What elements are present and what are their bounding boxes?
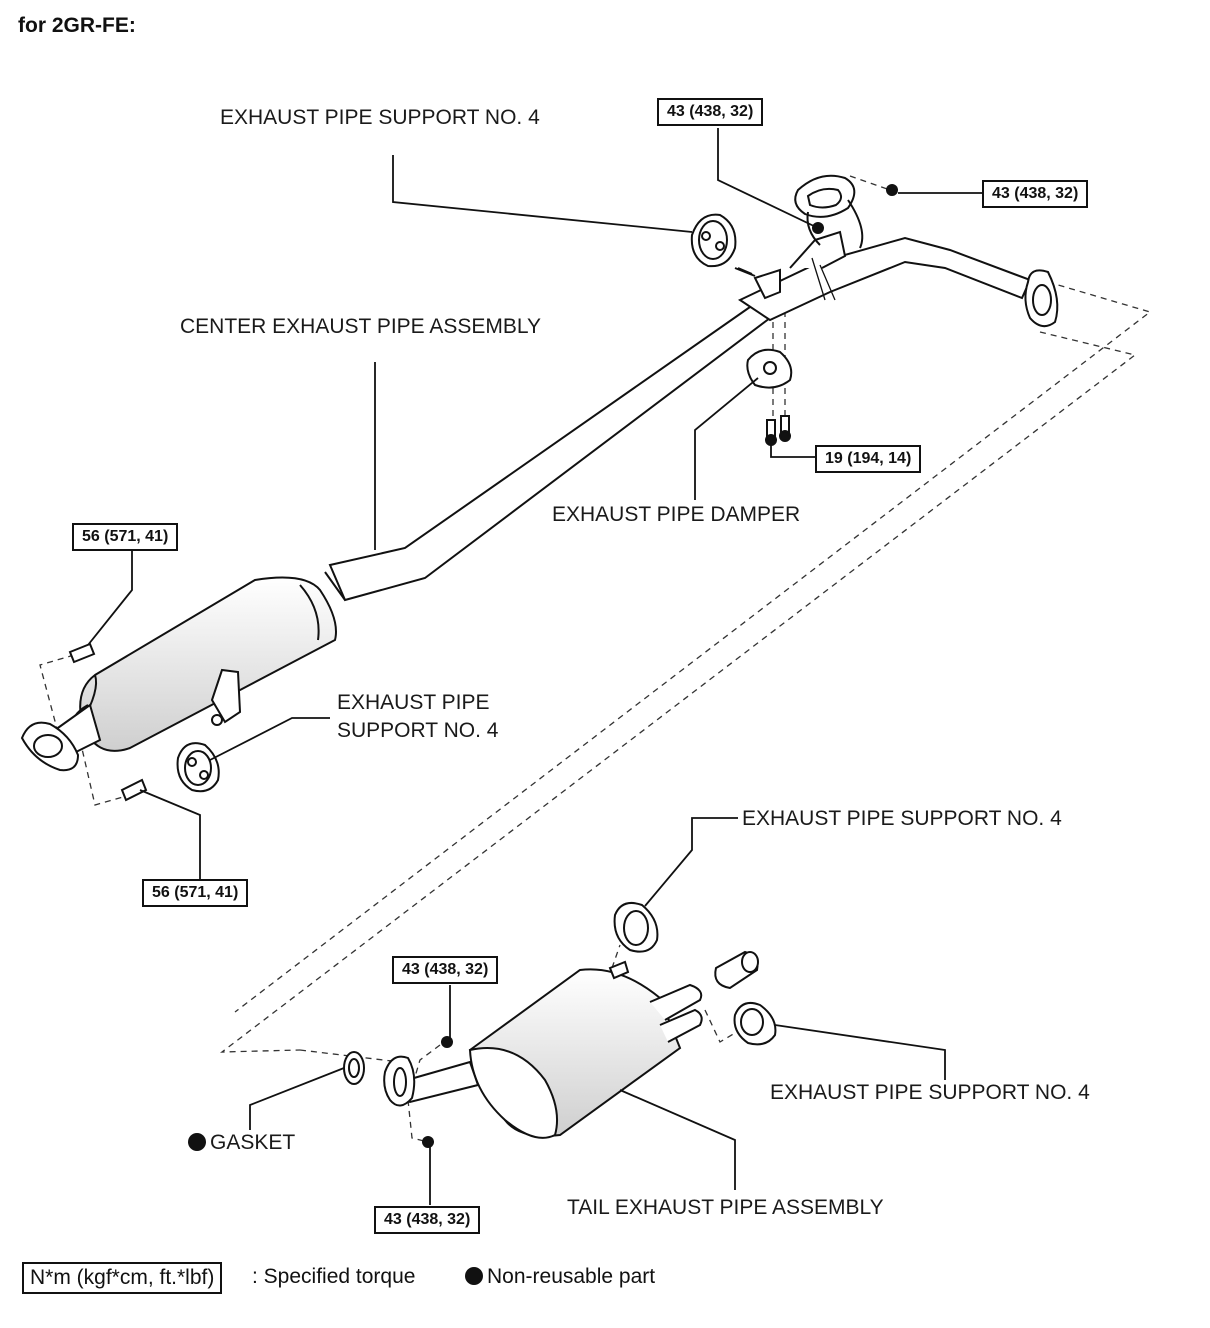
page-title: for 2GR-FE: bbox=[18, 14, 136, 37]
torque-front-flange-top: 43 (438, 32) bbox=[657, 98, 764, 126]
label-damper: EXHAUST PIPE DAMPER bbox=[552, 503, 801, 526]
flange-bolts bbox=[68, 642, 148, 802]
exhaust-pipe-damper bbox=[746, 348, 793, 389]
legend-nonreusable-text: Non-reusable part bbox=[487, 1265, 656, 1288]
tail-exhaust-pipe bbox=[383, 960, 703, 1139]
label-support-top: EXHAUST PIPE SUPPORT NO. 4 bbox=[220, 106, 540, 129]
nonreusable-dot-icon bbox=[188, 1133, 206, 1151]
support-rubber-middle bbox=[176, 742, 220, 793]
label-support-mid-2: SUPPORT NO. 4 bbox=[337, 719, 499, 742]
label-gasket: GASKET bbox=[188, 1130, 295, 1156]
torque-damper-bolts: 19 (194, 14) bbox=[815, 445, 922, 473]
legend-torque-desc: : Specified torque bbox=[252, 1265, 416, 1288]
legend-nonreusable: Non-reusable part bbox=[465, 1264, 655, 1290]
label-support-right-upper: EXHAUST PIPE SUPPORT NO. 4 bbox=[742, 807, 1062, 830]
legend-torque-units: N*m (kgf*cm, ft.*lbf) bbox=[22, 1262, 223, 1294]
support-rubber-top bbox=[690, 213, 753, 275]
label-center-pipe: CENTER EXHAUST PIPE ASSEMBLY bbox=[180, 315, 541, 338]
leader-lines bbox=[87, 128, 982, 1205]
torque-rear-bolt-upper: 56 (571, 41) bbox=[72, 523, 179, 551]
alignment-lines bbox=[39, 175, 1152, 1143]
tail-supports bbox=[613, 902, 777, 1046]
torque-tail-nut-upper: 43 (438, 32) bbox=[392, 956, 499, 984]
label-support-mid-1: EXHAUST PIPE bbox=[337, 691, 490, 714]
damper-bolts bbox=[765, 415, 791, 446]
torque-front-flange-right: 43 (438, 32) bbox=[982, 180, 1089, 208]
label-gasket-text: GASKET bbox=[210, 1131, 296, 1154]
torque-rear-bolt-lower: 56 (571, 41) bbox=[142, 879, 249, 907]
label-support-right-lower: EXHAUST PIPE SUPPORT NO. 4 bbox=[770, 1081, 1090, 1104]
gasket bbox=[343, 1051, 365, 1085]
legend-dot-icon bbox=[465, 1267, 483, 1285]
center-exhaust-pipe bbox=[20, 174, 1059, 772]
label-tail-pipe: TAIL EXHAUST PIPE ASSEMBLY bbox=[567, 1196, 884, 1219]
torque-tail-nut-lower: 43 (438, 32) bbox=[374, 1206, 481, 1234]
